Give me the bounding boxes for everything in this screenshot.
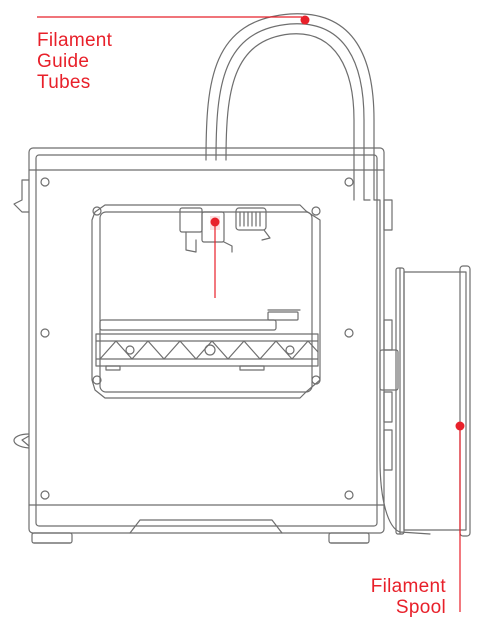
screws (40, 177, 354, 500)
build-plate (99, 309, 301, 331)
filament-spool (395, 265, 471, 537)
label-line: Tubes (37, 72, 91, 93)
label-line: Filament (370, 576, 446, 597)
spool-marker-dot (455, 421, 465, 431)
print-head (179, 207, 271, 253)
label-line: Spool (395, 597, 446, 618)
label-line: Filament (37, 30, 113, 51)
callout-markers (37, 15, 465, 612)
printer-housing (28, 147, 385, 544)
filament-guide-tubes-label: Filament Guide Tubes (37, 30, 112, 93)
tubes-marker-dot (300, 15, 310, 25)
z-axis-truss (95, 333, 319, 371)
filament-spool-label: Filament Spool (371, 576, 446, 618)
head-marker-dot (210, 217, 220, 227)
right-side-hardware (379, 199, 399, 471)
label-line: Guide (37, 51, 90, 72)
left-side-hardware (13, 179, 30, 449)
front-window (91, 204, 321, 399)
